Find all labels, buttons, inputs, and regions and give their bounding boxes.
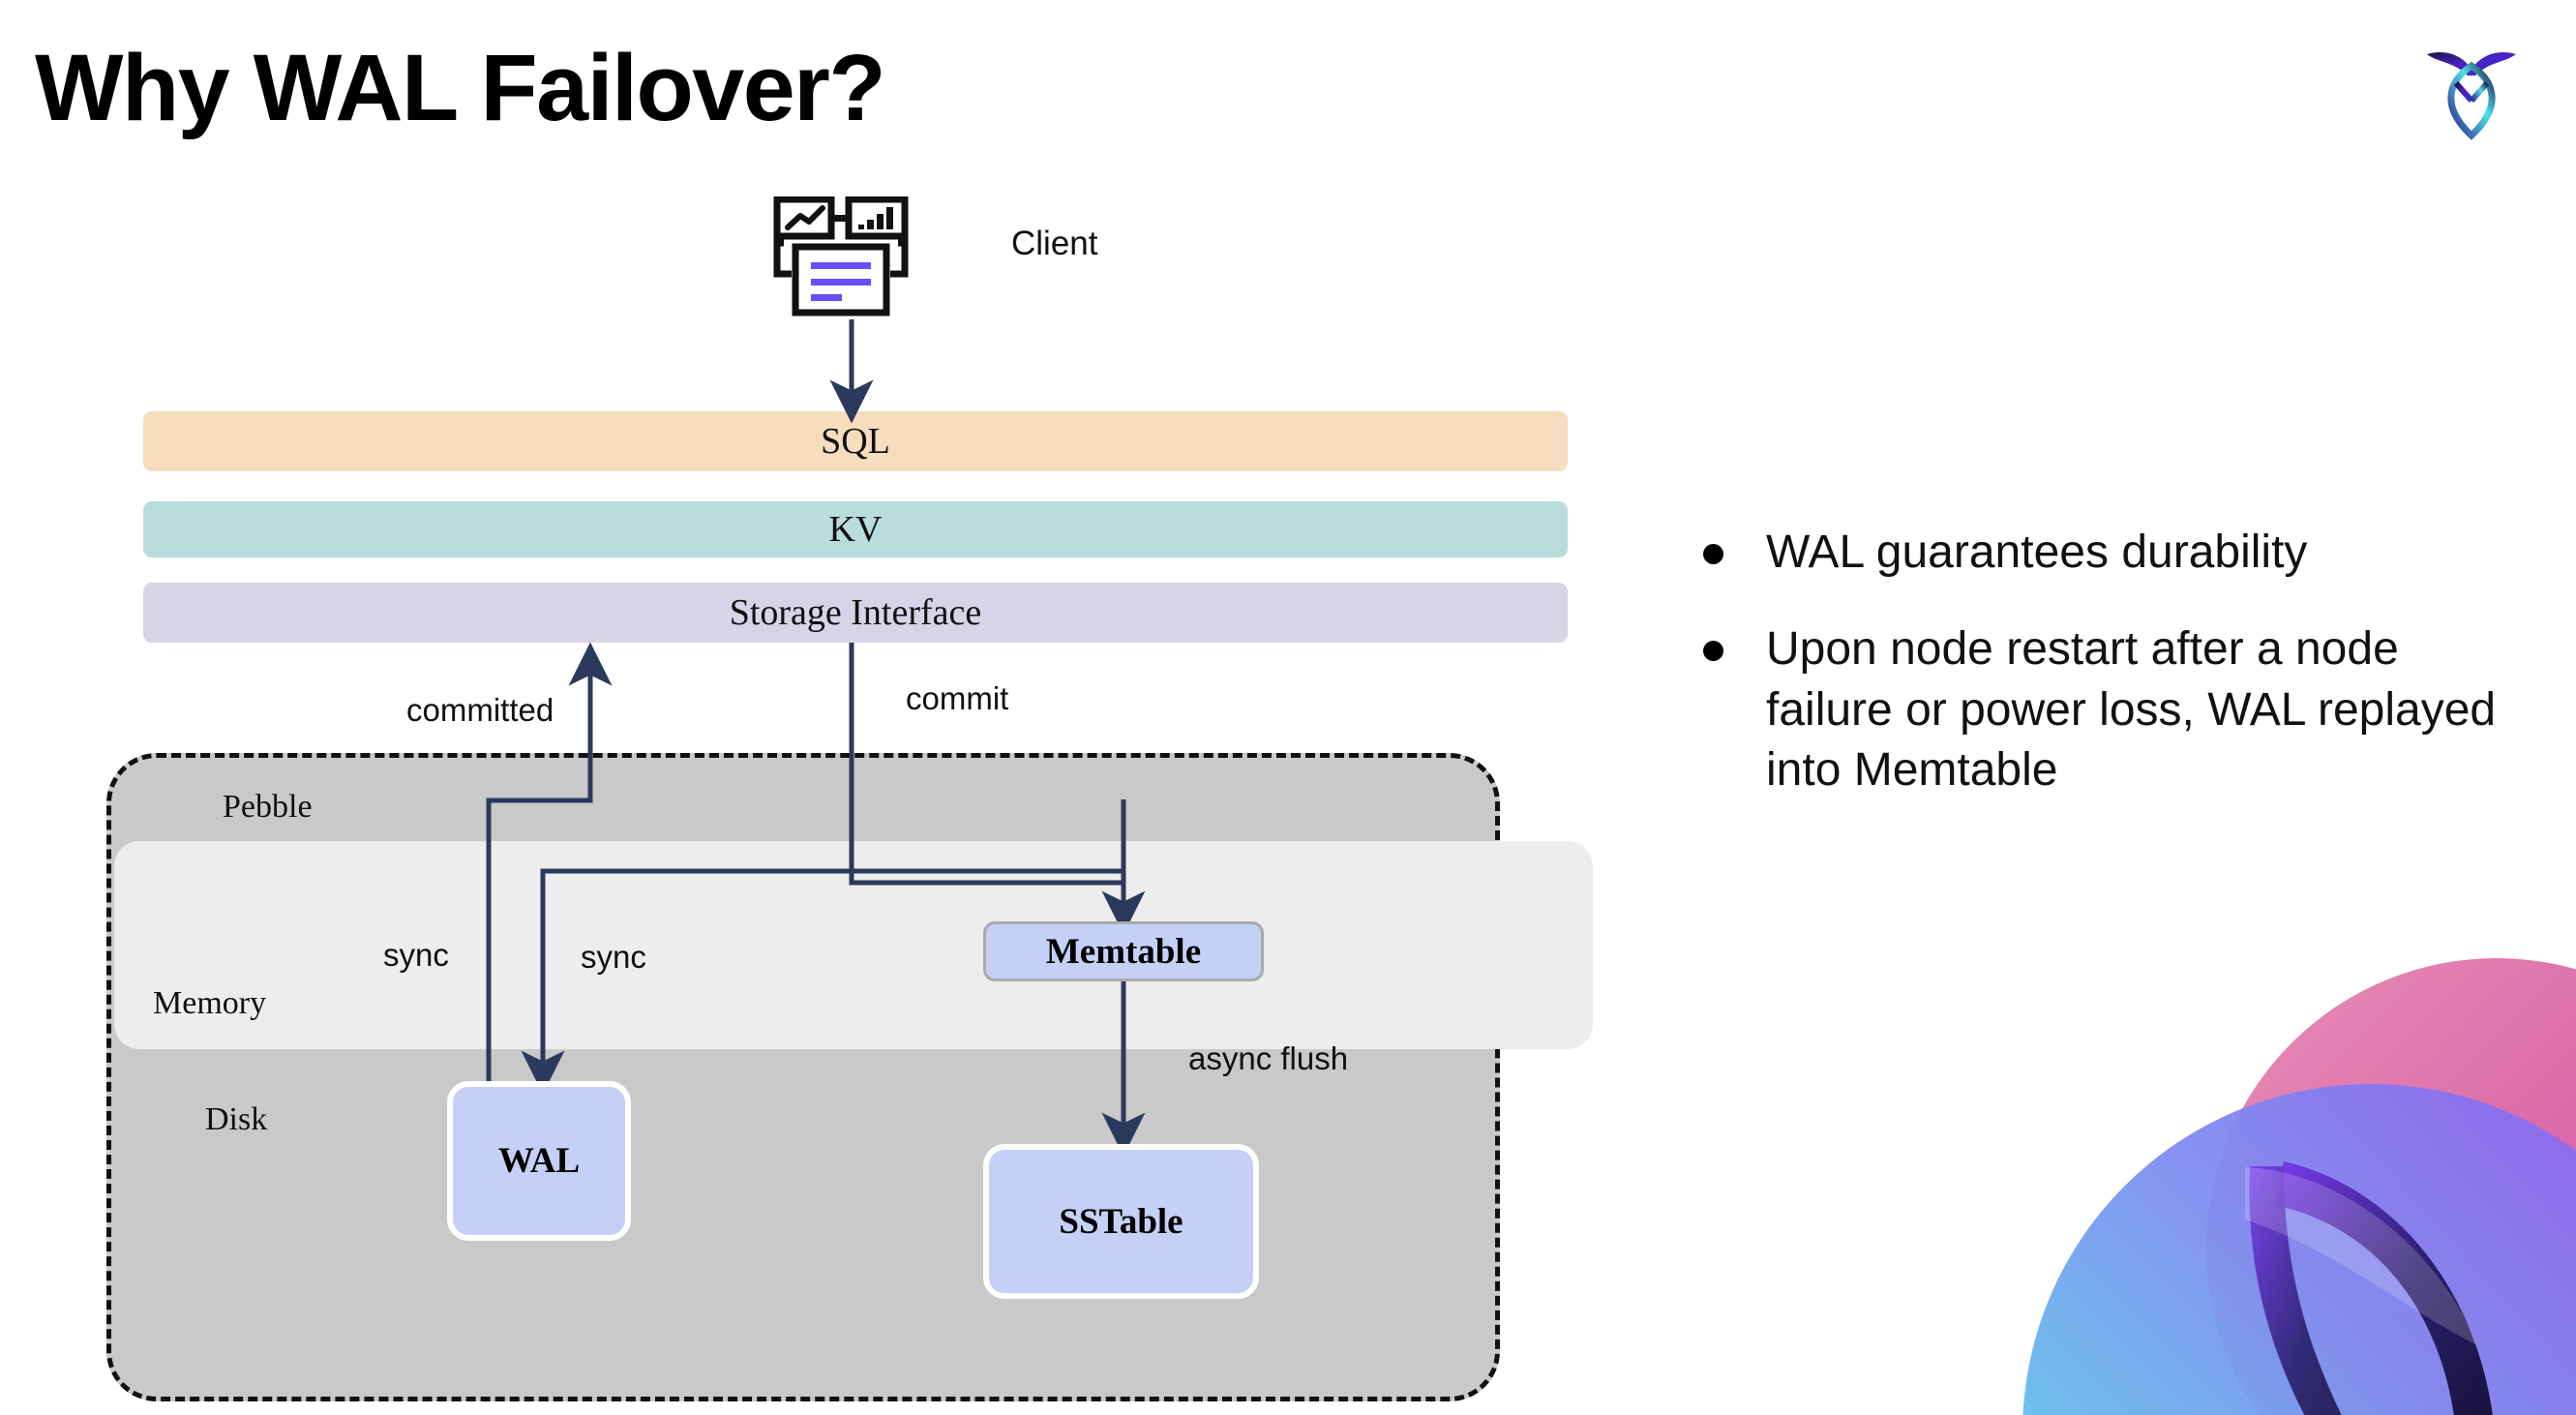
layer-bar-storage: Storage Interface	[143, 583, 1568, 643]
bullet-text: Upon node restart after a node failure o…	[1766, 623, 2497, 797]
client-label: Client	[1011, 225, 1098, 262]
bullet-dot-icon	[1703, 544, 1723, 564]
memory-label: Memory	[153, 985, 267, 1021]
page-title: Why WAL Failover?	[35, 35, 886, 140]
edge-label-commit: commit	[906, 680, 1009, 716]
node-memtable: Memtable	[983, 921, 1264, 981]
memory-region	[114, 841, 1593, 1049]
node-label-sstable: SSTable	[1059, 1201, 1183, 1242]
edge-label-async-flush: async flush	[1188, 1040, 1349, 1076]
layer-label-kv: KV	[828, 509, 883, 550]
node-label-memtable: Memtable	[1045, 931, 1202, 972]
edge-label-sync-left: sync	[383, 937, 449, 973]
node-wal: WAL	[447, 1081, 631, 1241]
layer-bar-sql: SQL	[143, 411, 1568, 471]
node-label-wal: WAL	[497, 1141, 581, 1181]
pebble-label: Pebble	[223, 789, 313, 825]
edge-label-committed: committed	[406, 692, 554, 728]
layer-label-storage: Storage Interface	[729, 592, 982, 633]
bullet-dot-icon	[1703, 641, 1723, 662]
list-item: WAL guarantees durability	[1703, 523, 2516, 583]
node-sstable: SSTable	[983, 1144, 1259, 1299]
layer-label-sql: SQL	[821, 421, 890, 462]
bullet-list: WAL guarantees durability Upon node rest…	[1703, 523, 2516, 838]
disk-label: Disk	[205, 1101, 268, 1137]
decorative-logo-artwork	[2022, 958, 2576, 1415]
edge-label-sync-right: sync	[581, 939, 646, 975]
layer-bar-kv: KV	[143, 501, 1568, 557]
list-item: Upon node restart after a node failure o…	[1703, 619, 2516, 800]
cockroach-labs-logo	[2427, 51, 2516, 140]
bullet-text: WAL guarantees durability	[1766, 527, 2308, 578]
client-dashboard-icon	[773, 196, 909, 316]
